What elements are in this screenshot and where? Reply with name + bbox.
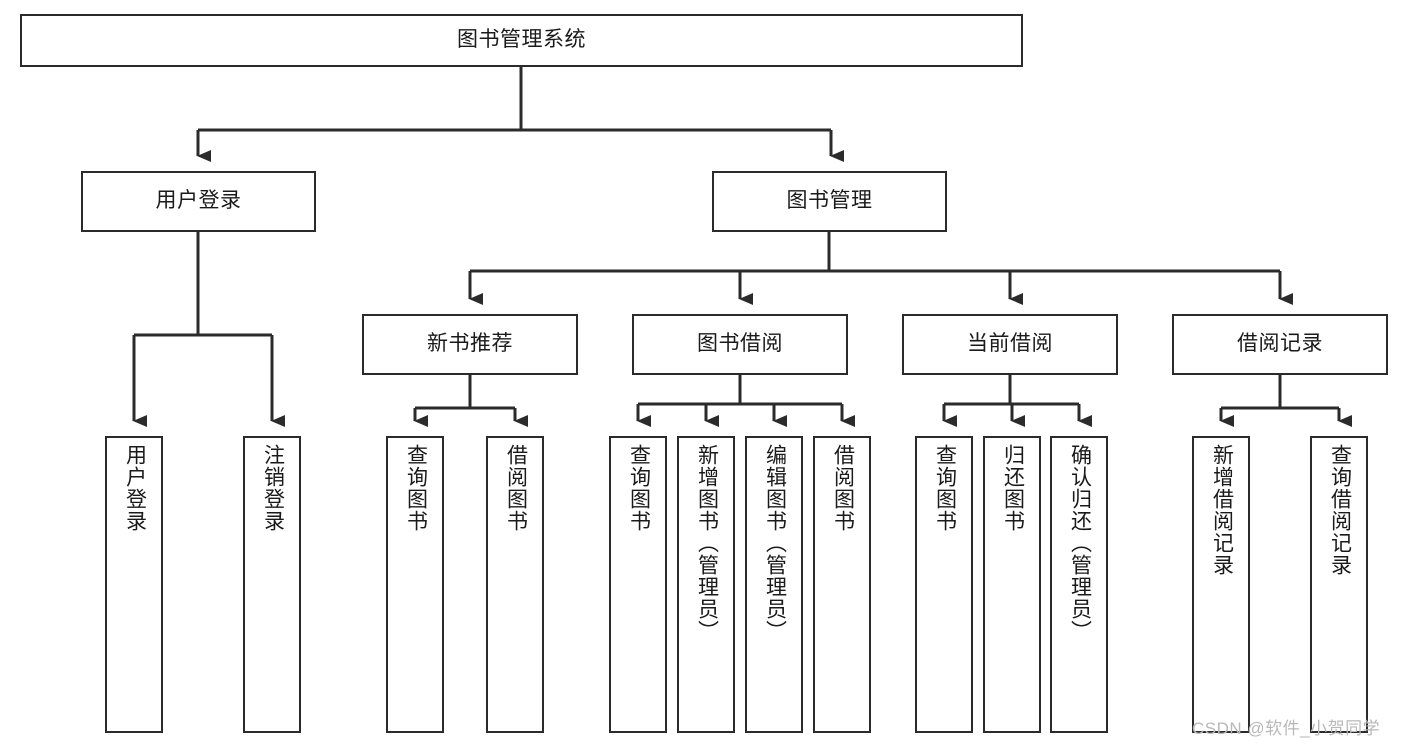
leaf-user-login[interactable]: 用户登录 <box>105 436 163 733</box>
node-book-management[interactable]: 图书管理 <box>712 171 947 232</box>
leaf-add-book-admin[interactable]: 新增图书（管理员） <box>677 436 735 733</box>
node-user-login-label: 用户登录 <box>155 189 242 213</box>
node-root-label: 图书管理系统 <box>457 28 586 52</box>
node-user-login[interactable]: 用户登录 <box>81 171 316 232</box>
node-book-management-label: 图书管理 <box>786 189 873 213</box>
leaf-return-book[interactable]: 归还图书 <box>983 436 1041 733</box>
leaf-query-book-recommend[interactable]: 查询图书 <box>386 436 444 733</box>
node-new-book-recommend[interactable]: 新书推荐 <box>362 314 578 375</box>
leaf-add-borrow-record-label: 新增借阅记录 <box>1210 444 1234 576</box>
node-book-borrow[interactable]: 图书借阅 <box>632 314 848 375</box>
node-borrow-record[interactable]: 借阅记录 <box>1172 314 1388 375</box>
node-root[interactable]: 图书管理系统 <box>20 14 1023 67</box>
leaf-add-book-admin-label: 新增图书（管理员） <box>695 444 719 642</box>
leaf-borrow-book-recommend[interactable]: 借阅图书 <box>486 436 544 733</box>
node-book-borrow-label: 图书借阅 <box>697 332 783 356</box>
leaf-query-book-current-label: 查询图书 <box>933 444 957 532</box>
leaf-edit-book-admin-label: 编辑图书（管理员） <box>763 444 787 642</box>
leaf-query-book-recommend-label: 查询图书 <box>404 444 428 532</box>
leaf-query-borrow-record[interactable]: 查询借阅记录 <box>1310 436 1368 733</box>
leaf-query-book-current[interactable]: 查询图书 <box>915 436 973 733</box>
node-borrow-record-label: 借阅记录 <box>1237 332 1323 356</box>
leaf-borrow-book[interactable]: 借阅图书 <box>813 436 871 733</box>
leaf-query-borrow-record-label: 查询借阅记录 <box>1328 444 1352 576</box>
leaf-query-book-borrow[interactable]: 查询图书 <box>609 436 667 733</box>
leaf-edit-book-admin[interactable]: 编辑图书（管理员） <box>745 436 803 733</box>
leaf-return-book-label: 归还图书 <box>1001 444 1025 532</box>
leaf-logout[interactable]: 注销登录 <box>243 436 301 733</box>
node-current-borrow[interactable]: 当前借阅 <box>902 314 1118 375</box>
leaf-logout-label: 注销登录 <box>261 444 285 532</box>
leaf-borrow-book-label: 借阅图书 <box>831 444 855 532</box>
leaf-confirm-return-admin[interactable]: 确认归还（管理员） <box>1050 436 1108 733</box>
leaf-borrow-book-recommend-label: 借阅图书 <box>504 444 528 532</box>
node-new-book-recommend-label: 新书推荐 <box>427 332 513 356</box>
node-current-borrow-label: 当前借阅 <box>967 332 1053 356</box>
leaf-add-borrow-record[interactable]: 新增借阅记录 <box>1192 436 1250 733</box>
leaf-confirm-return-admin-label: 确认归还（管理员） <box>1068 444 1092 642</box>
leaf-query-book-borrow-label: 查询图书 <box>627 444 651 532</box>
leaf-user-login-label: 用户登录 <box>123 444 147 532</box>
